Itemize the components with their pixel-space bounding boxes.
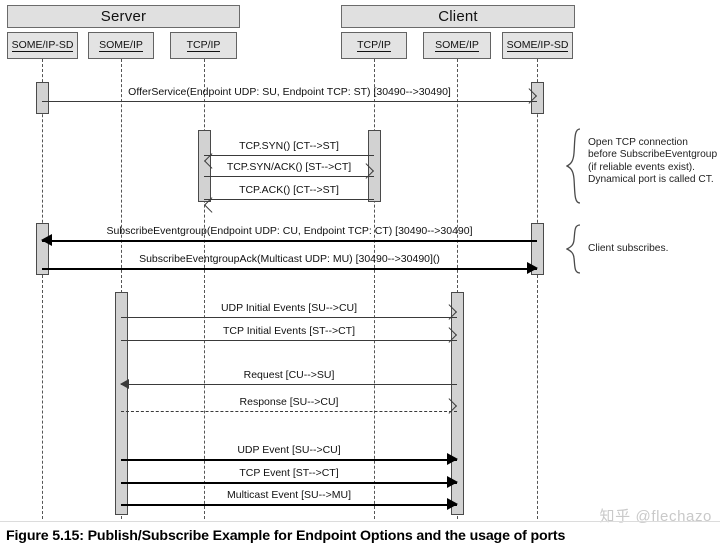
message-tcp-event-label: TCP Event [ST-->CT] [239,467,339,479]
lifeline-server-someip-sd [42,59,43,519]
lifeline-head-server-tcpip[interactable]: TCP/IP [170,32,237,59]
message-multicast-event-label: Multicast Event [SU-->MU] [227,489,351,501]
message-tcp-syn-label: TCP.SYN() [CT-->ST] [239,140,339,152]
message-multicast-event-line [121,504,457,506]
message-udp-initial-events-label: UDP Initial Events [SU-->CU] [220,302,358,314]
note-subscribe-text: Client subscribes. [588,243,669,254]
lifeline-client-someip-sd [537,59,538,519]
message-tcp-event-line [121,482,457,484]
message-request-label: Request [CU-->SU] [243,369,335,381]
brace-tcp-note-icon [566,128,584,204]
message-tcp-syn-ack-label: TCP.SYN/ACK() [ST-->CT] [226,161,352,173]
activation-client-tcp-handshake [368,130,381,202]
group-header-server: Server [7,5,240,28]
message-request-line [121,384,457,385]
message-udp-event-line [121,459,457,461]
lifeline-server-tcpip [204,59,205,519]
message-subscribe-eventgroup-ack-line [42,268,537,270]
lifeline-head-client-someip-sd[interactable]: SOME/IP-SD [502,32,573,59]
message-subscribe-eventgroup-line [42,240,537,242]
lifeline-head-client-someip-label: SOME/IP [435,38,479,53]
group-header-client: Client [341,5,575,28]
lifeline-head-client-tcpip-label: TCP/IP [357,38,391,53]
message-tcp-initial-events-label: TCP Initial Events [ST-->CT] [223,325,355,337]
message-tcp-initial-events-line [121,340,457,341]
lifeline-head-client-tcpip[interactable]: TCP/IP [341,32,407,59]
lifeline-head-client-someip[interactable]: SOME/IP [423,32,491,59]
lifeline-head-server-someip-sd-label: SOME/IP-SD [11,38,74,53]
message-tcp-syn-ack-line [204,176,374,177]
lifeline-head-server-someip-sd[interactable]: SOME/IP-SD [7,32,78,59]
group-header-client-label: Client [438,8,478,25]
message-subscribe-eventgroup-label: SubscribeEventgroup(Endpoint UDP: CU, En… [106,225,473,237]
message-offerservice-label: OfferService(Endpoint UDP: SU, Endpoint … [128,86,451,98]
message-tcp-ack-line [204,199,374,200]
arrowhead-left-icon [41,234,52,246]
lifeline-head-server-someip[interactable]: SOME/IP [88,32,154,59]
message-tcp-ack-label: TCP.ACK() [CT-->ST] [239,184,339,196]
activation-server-tcp-handshake [198,130,211,202]
lifeline-client-someip [457,59,458,519]
arrowhead-right-icon [527,262,538,274]
lifeline-head-server-tcpip-label: TCP/IP [186,38,221,53]
message-subscribe-eventgroup-ack-label: SubscribeEventgroupAck(Multicast UDP: MU… [139,253,440,265]
watermark: 知乎 @flechazo [599,508,712,525]
message-tcp-syn-line [204,155,374,156]
message-response-label: Response [SU-->CU] [239,396,339,408]
note-tcp-text: Open TCP connection before SubscribeEven… [588,137,718,186]
arrowhead-left-icon [120,379,129,389]
lifeline-server-someip [121,59,122,519]
message-offerservice-line [42,101,537,102]
message-udp-initial-events-line [121,317,457,318]
caption-divider [0,521,720,522]
activation-server-sd-offer [36,82,49,114]
message-udp-event-label: UDP Event [SU-->CU] [237,444,341,456]
lifeline-head-client-someip-sd-label: SOME/IP-SD [506,38,569,53]
message-response-line [121,411,457,412]
figure-caption: Figure 5.15: Publish/Subscribe Example f… [6,528,566,544]
lifeline-head-server-someip-label: SOME/IP [99,38,143,53]
arrowhead-right-icon [447,498,458,510]
brace-subscribe-note-icon [566,224,584,274]
lifeline-client-tcpip [374,59,375,519]
arrowhead-right-icon [447,476,458,488]
group-header-server-label: Server [100,8,147,25]
activation-client-sd-offer [531,82,544,114]
arrowhead-right-icon [447,453,458,465]
